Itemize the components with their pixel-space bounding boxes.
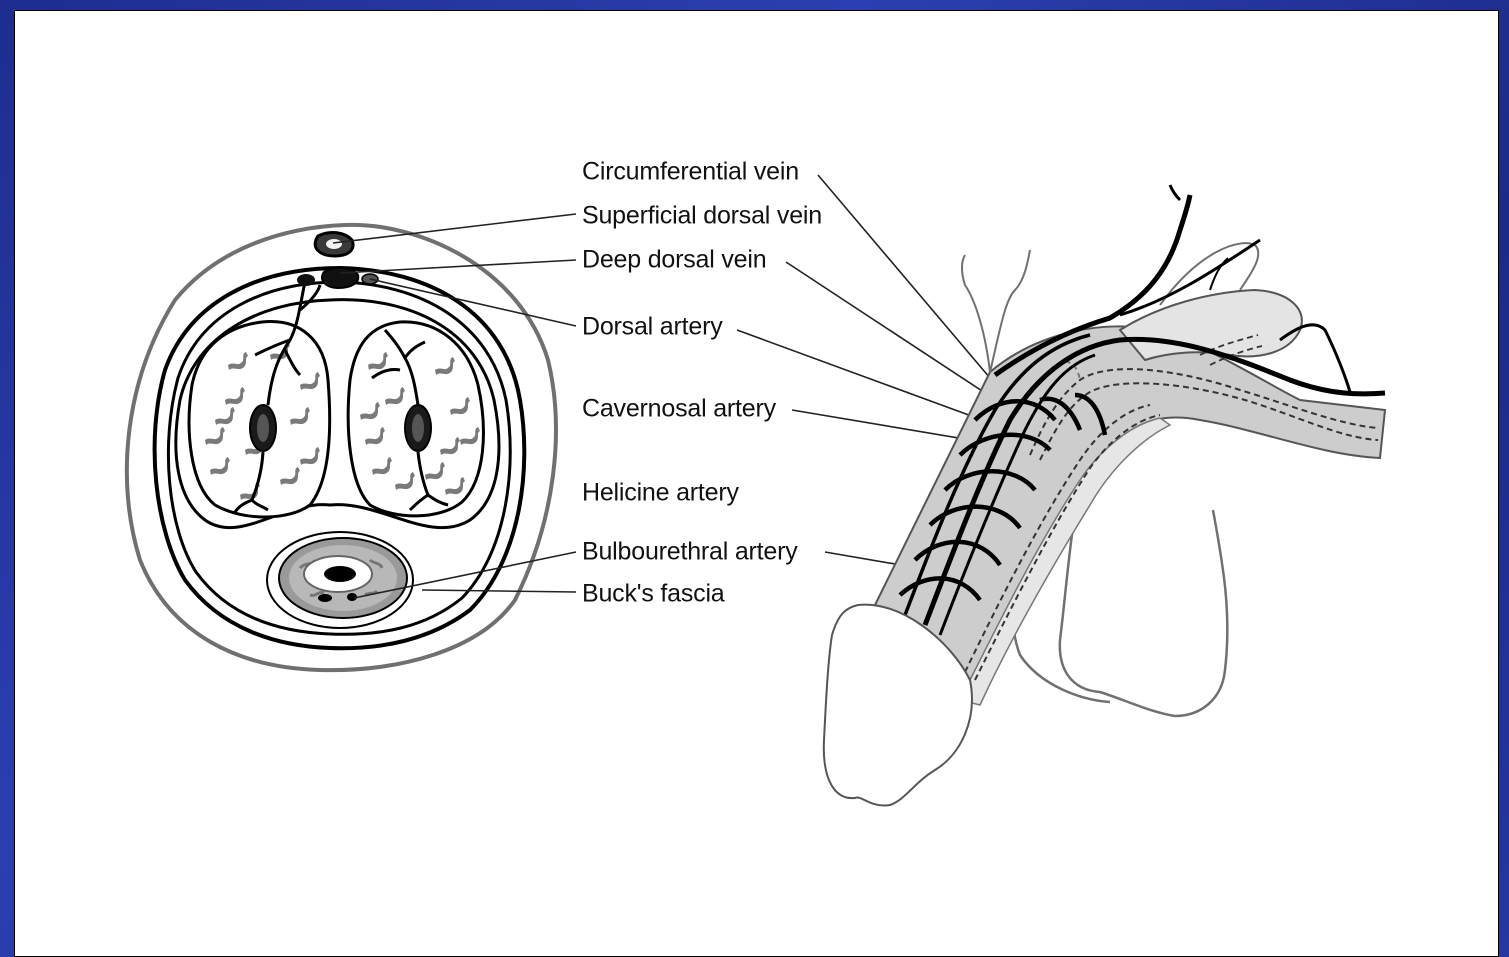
label-deep-dorsal-vein: Deep dorsal vein — [582, 248, 766, 273]
lateral-view — [824, 185, 1385, 805]
label-bucks-fascia: Buck's fascia — [582, 582, 725, 607]
scrotum-outline — [1060, 510, 1228, 716]
dorsal-artery-left-cross — [297, 274, 315, 286]
label-superficial-dorsal-vein: Superficial dorsal vein — [582, 204, 822, 229]
bulbourethral-artery-cross-left — [318, 594, 332, 602]
label-dorsal-artery: Dorsal artery — [582, 315, 723, 340]
label-circumferential-vein: Circumferential vein — [582, 160, 799, 185]
label-helicine-artery: Helicine artery — [582, 481, 739, 506]
label-cavernosal-artery: Cavernosal artery — [582, 397, 776, 422]
cross-section — [127, 225, 556, 670]
deep-dorsal-vein-cross — [322, 268, 358, 288]
label-bulbourethral-artery: Bulbourethral artery — [582, 540, 798, 565]
